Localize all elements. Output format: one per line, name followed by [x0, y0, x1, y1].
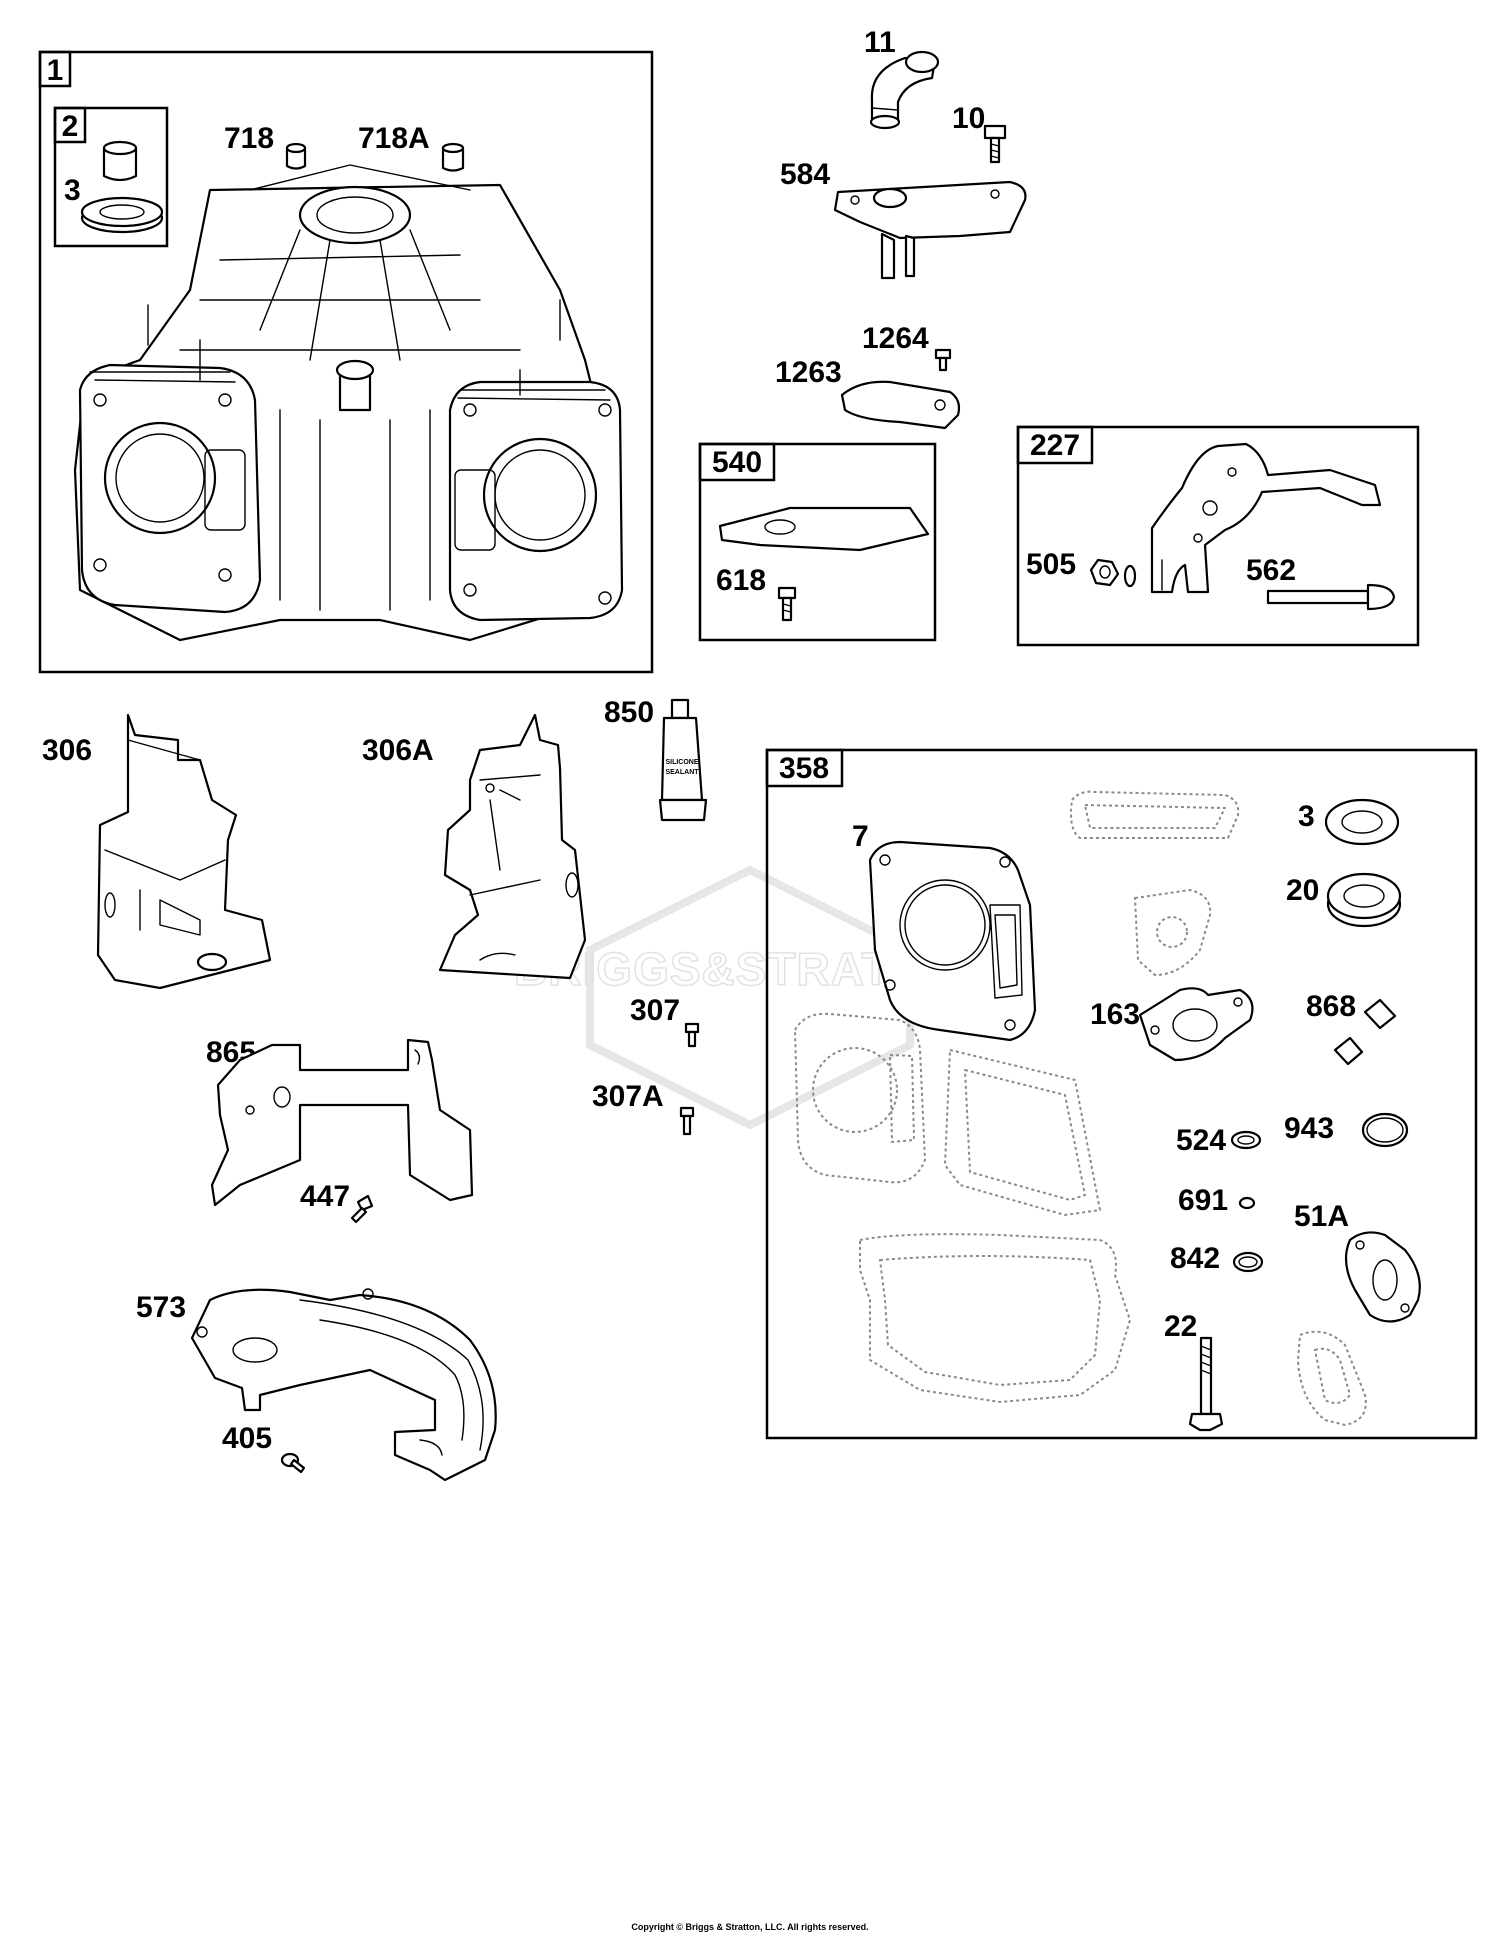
- label-505: 505: [1026, 548, 1076, 581]
- bolt-part-562: [1266, 583, 1396, 611]
- label-163: 163: [1090, 998, 1140, 1031]
- box-227-label: 227: [1030, 429, 1080, 462]
- box-2-label: 2: [62, 110, 79, 143]
- oil-seal-part-20: [1326, 872, 1402, 928]
- box-1-tag: [38, 50, 72, 88]
- box-540-frame: [698, 442, 937, 642]
- label-11: 11: [864, 26, 896, 59]
- label-306a: 306A: [362, 734, 434, 767]
- o-ring-part-842: [1232, 1251, 1264, 1273]
- breather-reed-part-1263: [840, 380, 961, 430]
- breather-gasket-part-540: [718, 506, 930, 552]
- valve-cover-gasket-ghost: [944, 1049, 1101, 1216]
- dowel-pin-718a: [441, 142, 465, 172]
- screw-part-307: [684, 1022, 700, 1048]
- box-227-frame: [1016, 425, 1420, 647]
- box-358-frame: [765, 748, 1478, 1440]
- seal-part-3-gasket-set: [1324, 798, 1400, 846]
- carburetor-gasket-ghost: [1297, 1330, 1367, 1426]
- breather-tube-part-11: [869, 50, 940, 130]
- seal-part-691: [1238, 1196, 1256, 1210]
- label-20: 20: [1286, 874, 1319, 907]
- screw-part-618: [777, 586, 797, 622]
- box-358-tag: [765, 748, 844, 788]
- washer-part-505: [1123, 564, 1137, 588]
- label-306: 306: [42, 734, 92, 767]
- label-850: 850: [604, 696, 654, 729]
- crankcase-gasket-ghost: [859, 1233, 1131, 1403]
- sealant-text-line1: SILICONE: [665, 759, 698, 766]
- box-1-label: 1: [47, 54, 64, 87]
- screw-part-1264: [934, 348, 952, 372]
- exhaust-gasket-ghost-top: [1070, 790, 1240, 839]
- bolt-part-22: [1188, 1336, 1224, 1432]
- cylinder-block-part-1: [73, 164, 624, 642]
- label-3-seal-gasket-set: 3: [1298, 800, 1315, 833]
- box-227-tag: [1016, 425, 1094, 465]
- label-562: 562: [1246, 554, 1296, 587]
- box-540-tag: [698, 442, 776, 482]
- label-22: 22: [1164, 1310, 1197, 1343]
- label-943: 943: [1284, 1112, 1334, 1145]
- label-1263: 1263: [775, 356, 842, 389]
- label-7: 7: [852, 820, 869, 853]
- label-524: 524: [1176, 1124, 1226, 1157]
- air-guide-part-306: [96, 713, 272, 990]
- label-842: 842: [1170, 1242, 1220, 1275]
- label-307a: 307A: [592, 1080, 664, 1113]
- label-3-bearing-seal: 3: [64, 174, 81, 207]
- label-447: 447: [300, 1180, 350, 1213]
- label-51a: 51A: [1294, 1200, 1349, 1233]
- intake-gasket-part-51a: [1344, 1231, 1421, 1323]
- cylinder-head-gasket-part-7: [868, 840, 1037, 1042]
- screw-part-405: [280, 1452, 306, 1474]
- label-405: 405: [222, 1422, 272, 1455]
- bushing-part-2: [102, 140, 138, 182]
- sealant-text-line2: SEALANT: [665, 769, 699, 776]
- blower-housing-part-573: [190, 1288, 497, 1482]
- screw-part-307a: [679, 1106, 695, 1136]
- air-guide-part-306a: [438, 713, 587, 980]
- intake-gasket-ghost: [1134, 889, 1212, 976]
- box-540-label: 540: [712, 446, 762, 479]
- label-618: 618: [716, 564, 766, 597]
- label-584: 584: [780, 158, 830, 191]
- bracket-part-227: [1150, 442, 1382, 594]
- dowel-pin-718: [285, 142, 307, 170]
- o-ring-part-943: [1361, 1112, 1409, 1148]
- copyright-notice: Copyright © Briggs & Stratton, LLC. All …: [631, 1922, 869, 1932]
- box-358-label: 358: [779, 752, 829, 785]
- screw-part-447: [350, 1194, 374, 1224]
- seal-part-3: [80, 196, 164, 234]
- label-718: 718: [224, 122, 274, 155]
- screw-part-10: [983, 124, 1007, 164]
- valve-seal-part-868: [1333, 998, 1397, 1066]
- label-718a: 718A: [358, 122, 430, 155]
- sealant-tube-part-850: SILICONE SEALANT: [658, 698, 708, 822]
- o-ring-part-524: [1230, 1130, 1262, 1150]
- exhaust-gasket-part-163: [1138, 987, 1254, 1062]
- label-691: 691: [1178, 1184, 1228, 1217]
- label-573: 573: [136, 1291, 186, 1324]
- air-guide-part-865: [210, 1038, 474, 1207]
- breather-cover-part-584: [833, 180, 1027, 280]
- nut-part-505: [1089, 558, 1120, 587]
- box-2-frame: [53, 106, 169, 248]
- label-868: 868: [1306, 990, 1356, 1023]
- cylinder-head-gasket-ghost: [794, 1012, 926, 1184]
- box-2-tag: [53, 106, 87, 144]
- box-1-frame: [38, 50, 654, 674]
- label-307: 307: [630, 994, 680, 1027]
- label-10: 10: [952, 102, 985, 135]
- label-1264: 1264: [862, 322, 929, 355]
